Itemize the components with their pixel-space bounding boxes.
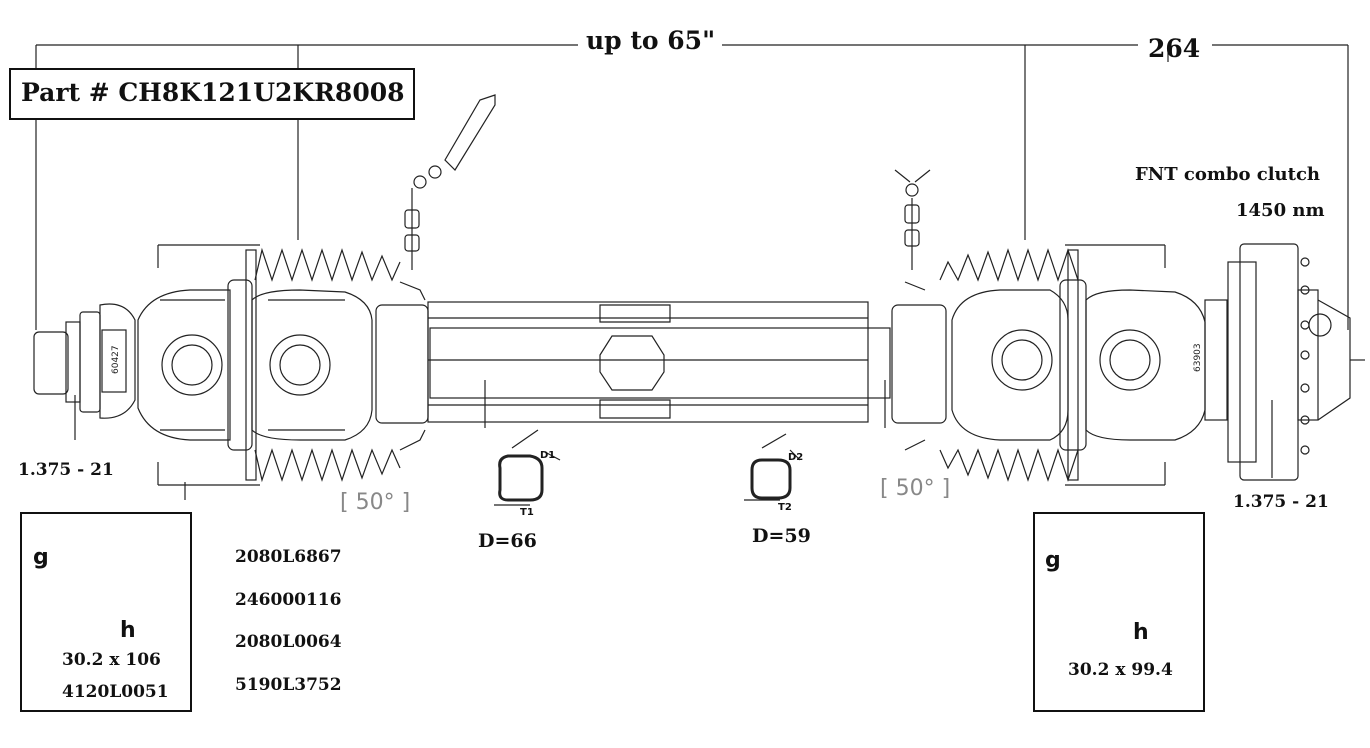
tube-inner-diameter: D=59 [752, 525, 811, 547]
clutch-body [1227, 261, 1257, 463]
yoke-left-outer [137, 289, 231, 441]
left-cross-code: 4120L0051 [62, 682, 169, 702]
clutch-dimension-label: 264 [1148, 34, 1201, 63]
left-cross-size: 30.2 x 106 [62, 650, 161, 670]
part-number-box: Part # CH8K121U2KR8008 [9, 68, 415, 120]
cross-joint-box-left [20, 512, 192, 712]
bellows-left-top [254, 247, 401, 282]
overall-length-label: up to 65" [586, 26, 716, 55]
right-cross-size: 30.2 x 99.4 [1068, 660, 1173, 680]
part-code-3: 2080L0064 [235, 632, 342, 652]
bellows-right-top [939, 248, 1079, 282]
tube-outer [427, 301, 869, 423]
section-d1 [498, 454, 544, 502]
yoke-mark-right: 63903 [1193, 343, 1203, 372]
t2-label: T2 [778, 502, 792, 513]
right-angle-label: [ 50° ] [880, 476, 951, 501]
part-code-4: 5190L3752 [235, 675, 342, 695]
part-code-1: 2080L6867 [235, 547, 342, 567]
right-g-label: g [1045, 548, 1061, 573]
clutch-name: FNT combo clutch [1135, 164, 1321, 185]
d1-label: D1 [540, 450, 555, 461]
tube-inner [429, 327, 891, 399]
bellows-left-bottom [254, 448, 401, 483]
t1-label: T1 [520, 507, 534, 518]
yoke-mark-left: 60427 [111, 345, 121, 374]
left-angle-label: [ 50° ] [340, 490, 411, 515]
clutch-torque: 1450 nm [1236, 200, 1325, 221]
bellows-right-bottom [939, 448, 1079, 482]
left-g-label: g [33, 545, 49, 570]
part-number: Part # CH8K121U2KR8008 [21, 78, 405, 107]
section-d2 [750, 458, 792, 500]
cross-joint-box-right [1033, 512, 1205, 712]
part-code-2: 246000116 [235, 590, 342, 610]
right-h-label: h [1133, 620, 1149, 645]
right-spline-label: 1.375 - 21 [1233, 492, 1329, 512]
left-spline-label: 1.375 - 21 [18, 460, 114, 480]
d2-label: D2 [788, 452, 803, 463]
tube-outer-diameter: D=66 [478, 530, 537, 552]
left-h-label: h [120, 618, 136, 643]
